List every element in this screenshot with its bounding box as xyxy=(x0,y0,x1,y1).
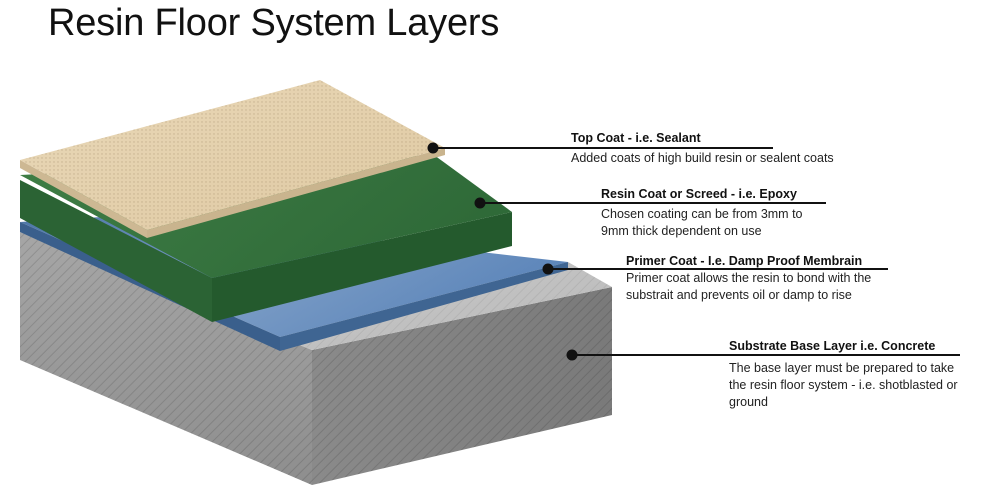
top-coat-marker xyxy=(427,142,439,154)
top-coat-layer xyxy=(20,80,445,238)
top-coat-description: Added coats of high build resin or seale… xyxy=(571,151,834,165)
leader-substrate xyxy=(566,349,960,361)
resin-coat-label: Resin Coat or Screed - i.e. Epoxy Chosen… xyxy=(601,186,803,240)
resin-coat-marker xyxy=(474,197,486,209)
substrate-description-line-2: the resin floor system - i.e. shotblaste… xyxy=(729,378,958,392)
substrate-marker xyxy=(566,349,578,361)
top-coat-side-edge xyxy=(147,148,445,238)
primer-side-edge xyxy=(280,262,568,351)
substrate-layer xyxy=(20,232,612,485)
substrate-label: Substrate Base Layer i.e. Concrete The b… xyxy=(729,338,958,411)
resin-front-face xyxy=(20,180,212,322)
primer-coat-marker xyxy=(542,263,554,275)
substrate-title: Substrate Base Layer i.e. Concrete xyxy=(729,339,936,353)
top-coat-title: Top Coat - i.e. Sealant xyxy=(571,131,701,145)
resin-coat-title: Resin Coat or Screed - i.e. Epoxy xyxy=(601,187,797,201)
substrate-description-line-3: ground xyxy=(729,395,768,409)
primer-coat-description-line-2: substrait and prevents oil or damp to ri… xyxy=(626,288,852,302)
leader-resin-coat xyxy=(474,197,826,209)
primer-coat-title: Primer Coat - I.e. Damp Proof Membrain xyxy=(626,254,863,268)
resin-coat-description-line-2: 9mm thick dependent on use xyxy=(601,224,762,238)
resin-coat-description-line-1: Chosen coating can be from 3mm to xyxy=(601,207,803,221)
leader-primer-coat xyxy=(542,263,888,275)
substrate-description-line-1: The base layer must be prepared to take xyxy=(729,361,955,375)
resin-side-face xyxy=(212,212,512,322)
primer-coat-label: Primer Coat - I.e. Damp Proof Membrain P… xyxy=(626,253,871,304)
primer-coat-description-line-1: Primer coat allows the resin to bond wit… xyxy=(626,271,872,285)
top-coat-label: Top Coat - i.e. Sealant Added coats of h… xyxy=(571,130,834,167)
top-coat-front-edge xyxy=(20,160,147,238)
leader-top-coat xyxy=(427,142,773,154)
page-title: Resin Floor System Layers xyxy=(48,2,500,44)
